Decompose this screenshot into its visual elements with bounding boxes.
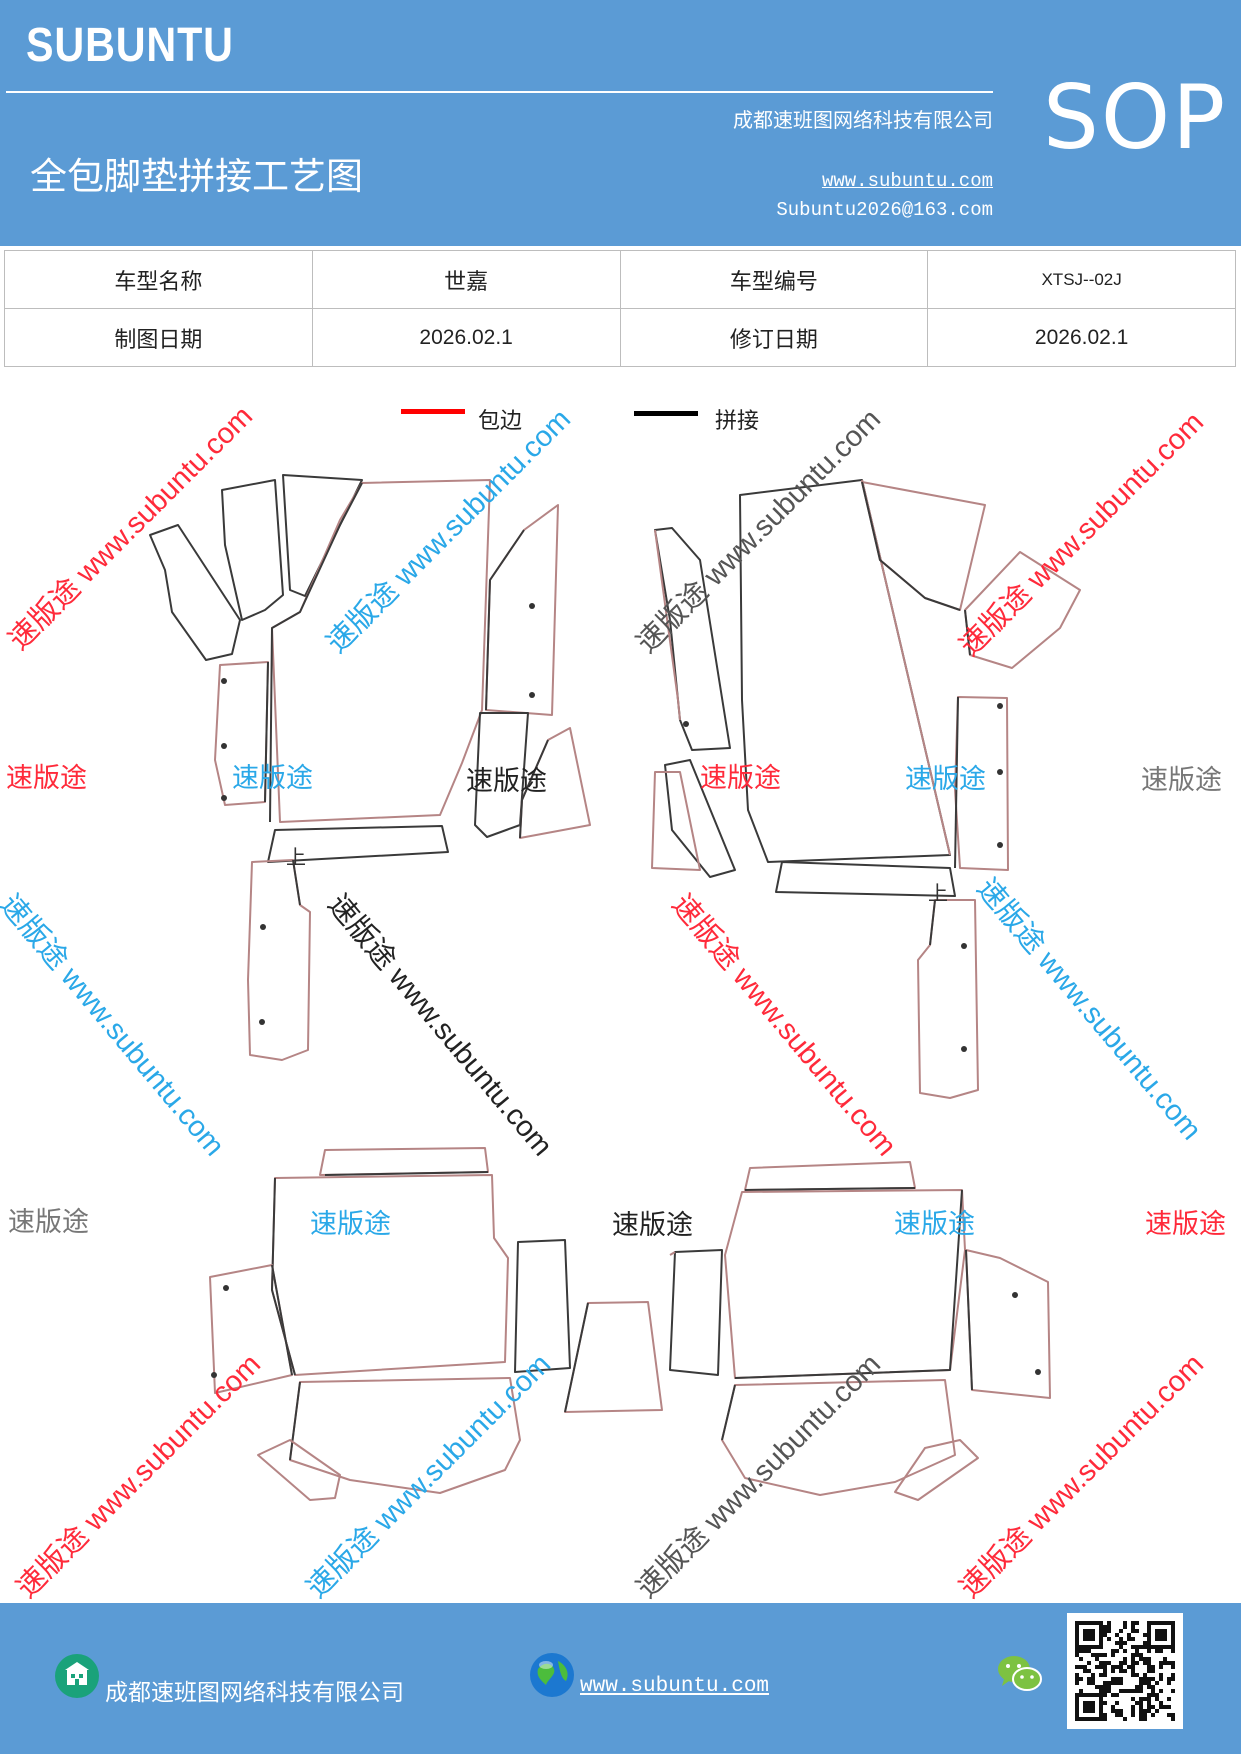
watermark: 速版途 — [905, 764, 986, 795]
floor-mat-diagram: 上 上 — [149, 474, 1081, 1501]
revise-date-label: 修订日期 — [619, 308, 929, 367]
mat-piece — [289, 1377, 521, 1494]
watermark: 速版途 — [700, 763, 781, 794]
mat-piece — [965, 1249, 1051, 1399]
model-name-label: 车型名称 — [4, 250, 313, 309]
mat-piece — [514, 1239, 571, 1373]
watermark: 速版途 — [612, 1210, 693, 1241]
mat-piece — [282, 474, 363, 597]
revise-date-value: 2026.02.1 — [927, 308, 1236, 367]
watermark: 速版途 — [8, 1207, 89, 1238]
mat-piece — [319, 1147, 489, 1176]
contact-email[interactable]: Subuntu2026@163.com — [776, 199, 993, 221]
mat-piece — [744, 1161, 916, 1191]
mat-set-front-left — [149, 474, 591, 1061]
watermark: 速版途 — [1141, 765, 1222, 796]
mat-piece — [149, 524, 241, 661]
footer-website[interactable]: www.subuntu.com — [580, 1675, 770, 1698]
legend-edge-label: 包边 — [478, 409, 523, 434]
watermark: 速版途 — [1145, 1209, 1226, 1240]
sop-badge: SOP — [1043, 66, 1228, 169]
up-marker: 上 — [928, 881, 948, 905]
mat-piece — [654, 527, 731, 751]
model-name-value: 世嘉 — [311, 250, 621, 309]
mat-piece — [775, 861, 956, 897]
mat-piece — [221, 479, 284, 621]
watermark: 速版途 — [6, 763, 87, 794]
qr-code — [1067, 1613, 1183, 1729]
mat-piece — [894, 1439, 979, 1501]
watermark: 速版途 — [894, 1209, 975, 1240]
vehicle-info-table: 车型名称 世嘉 车型编号 XTSJ--02J 制图日期 2026.02.1 修订… — [4, 250, 1236, 367]
brand-logo: SUBUNTU — [26, 19, 234, 72]
mat-piece — [564, 1301, 663, 1413]
watermark: 速版途 — [466, 766, 547, 797]
mat-piece — [669, 1249, 723, 1376]
header-divider — [6, 91, 993, 93]
legend-edge-swatch — [401, 409, 465, 414]
website-link[interactable]: www.subuntu.com — [821, 170, 993, 192]
footer-company: 成都速班图网络科技有限公司 — [105, 1680, 404, 1706]
mat-piece — [861, 481, 986, 611]
mat-piece — [214, 661, 269, 806]
up-marker: 上 — [286, 845, 306, 869]
mat-piece — [651, 771, 701, 871]
mat-piece — [267, 825, 449, 863]
header-banner: SUBUNTU 成都速班图网络科技有限公司 全包脚垫拼接工艺图 www.subu… — [0, 0, 1241, 246]
watermark: 速版途 — [310, 1209, 391, 1240]
alignment-dots — [211, 603, 1041, 1378]
model-code-value: XTSJ--02J — [927, 250, 1236, 309]
mat-piece — [664, 759, 736, 878]
mat-set-front-right — [651, 479, 1081, 1099]
mat-piece — [485, 504, 559, 716]
footer-banner: 成都速班图网络科技有限公司 www.subuntu.com — [0, 1603, 1241, 1754]
wechat-icon — [998, 1656, 1042, 1691]
mat-piece — [247, 859, 311, 1061]
mat-set-rear-left — [209, 1147, 663, 1501]
watermark: 速版途 — [232, 763, 313, 794]
draw-date-value: 2026.02.1 — [311, 308, 621, 367]
table-row: 制图日期 2026.02.1 修订日期 2026.02.1 — [4, 308, 1236, 367]
mat-piece — [257, 1439, 341, 1501]
legend-join-swatch — [634, 411, 698, 416]
mat-piece — [271, 479, 491, 823]
document-title: 全包脚垫拼接工艺图 — [30, 155, 363, 198]
mat-set-rear-right — [669, 1161, 1051, 1501]
company-name: 成都速班图网络科技有限公司 — [733, 108, 993, 132]
building-icon — [55, 1654, 99, 1698]
mat-piece — [721, 1379, 956, 1496]
model-code-label: 车型编号 — [619, 250, 929, 309]
globe-icon — [530, 1653, 574, 1697]
mat-piece — [917, 899, 979, 1099]
draw-date-label: 制图日期 — [4, 308, 313, 367]
mat-piece — [474, 712, 529, 838]
legend-join-label: 拼接 — [715, 409, 760, 434]
mat-piece — [954, 696, 1009, 871]
table-row: 车型名称 世嘉 车型编号 XTSJ--02J — [4, 250, 1236, 309]
